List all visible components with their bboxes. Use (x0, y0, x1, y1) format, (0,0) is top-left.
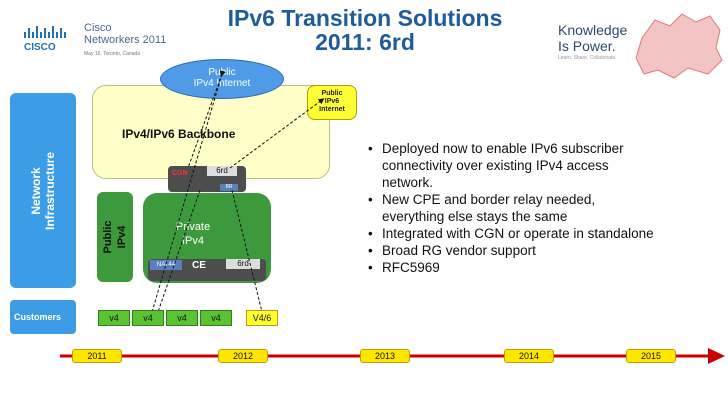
customer-box: v4 (132, 310, 164, 326)
bullet-item: RFC5969 (368, 259, 658, 276)
cgn-label: CGN (172, 170, 188, 177)
network-infra-line1: Network (29, 166, 43, 215)
ipv6-internet-box: Public IPv6 Internet (307, 85, 357, 120)
slide-title-line2: 2011: 6rd (315, 29, 415, 55)
customer-box-dual-stack: V4/6 (246, 310, 278, 326)
border-relay-label: BR (220, 184, 238, 191)
customer-box: v4 (166, 310, 198, 326)
private-line1: Private (175, 221, 211, 233)
svg-text:CISCO: CISCO (24, 42, 56, 52)
customer-box: v4 (98, 310, 130, 326)
slide-title-line1: IPv6 Transition Solutions (227, 5, 503, 31)
cisco-logo-icon: CISCO (24, 26, 66, 52)
ce-sixrd-label: 6rd (226, 259, 260, 269)
timeline-year-2011: 2011 (72, 349, 122, 363)
customer-box: v4 (200, 310, 232, 326)
bullet-item: Integrated with CGN or operate in standa… (368, 225, 658, 242)
timeline-year-2013: 2013 (360, 349, 410, 363)
network-infra-line2: Infrastructure (43, 151, 57, 230)
conference-date: May 16, Toronto, Canada (84, 51, 141, 57)
ipv6-internet-line1: Public (321, 90, 343, 97)
bullet-item: Deployed now to enable IPv6 subscriber c… (368, 140, 658, 191)
nat44-label: NAT44 (150, 260, 182, 270)
conference-name-line1: Cisco (84, 22, 112, 34)
public-ipv4-line1: Public (102, 220, 114, 254)
ipv6-internet-line3: Internet (319, 106, 345, 113)
canada-map-icon (635, 13, 723, 79)
customers-bar: Customers (10, 300, 76, 334)
timeline-year-2015: 2015 (626, 349, 676, 363)
bullet-list: Deployed now to enable IPv6 subscriber c… (368, 140, 658, 276)
bullet-item: New CPE and border relay needed, everyth… (368, 191, 658, 225)
private-line2: IPv4 (181, 235, 204, 247)
ipv4-internet-cloud: Public IPv4 Internet (160, 59, 284, 99)
ce-label: CE (192, 260, 206, 271)
public-ipv4-bar: Public IPv4 (97, 192, 133, 282)
ipv4-internet-line2: IPv4 Internet (193, 78, 251, 89)
public-ipv4-line2: IPv4 (116, 225, 128, 249)
timeline-year-2012: 2012 (218, 349, 268, 363)
ipv6-internet-line2: IPv6 (324, 98, 340, 105)
network-infrastructure-bar: Network Infrastructure (10, 93, 76, 288)
tagline: Knowledge Is Power. (558, 22, 627, 54)
private-ipv4-label: Private IPv4 (143, 220, 243, 248)
timeline-year-2014: 2014 (504, 349, 554, 363)
slide-title: IPv6 Transition Solutions 2011: 6rd (200, 6, 530, 54)
tagline-sub: Learn. Share. Collaborate. (558, 55, 617, 61)
tagline-line2: Is Power. (558, 38, 616, 54)
conference-name: Cisco Networkers 2011 (84, 22, 166, 46)
ipv4-internet-line1: Public (208, 67, 236, 78)
bullet-item: Broad RG vendor support (368, 242, 658, 259)
sixrd-br-label: 6rd (207, 166, 237, 176)
backbone-label: IPv4/IPv6 Backbone (122, 127, 236, 141)
tagline-line1: Knowledge (558, 22, 628, 38)
conference-name-line2: Networkers 2011 (84, 34, 167, 46)
